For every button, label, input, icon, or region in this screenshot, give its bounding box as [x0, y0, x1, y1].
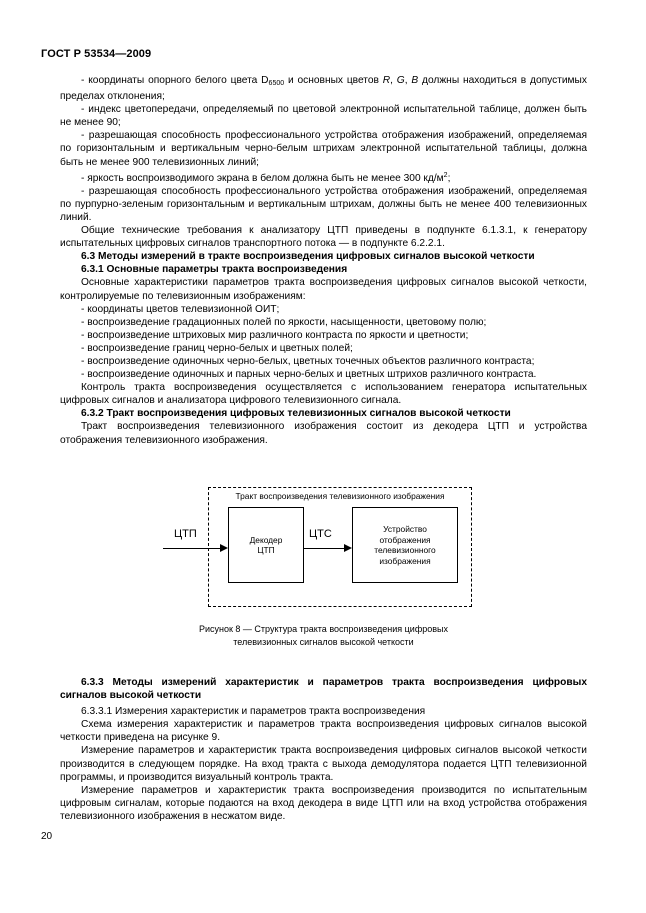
list-item-631-2: - воспроизведение штриховых мир различно…: [81, 329, 469, 341]
body-text-upper: - координаты опорного белого цвета D6500…: [60, 74, 587, 447]
paragraph-bullet-2: - индекс цветопередачи, определяемый по …: [60, 104, 587, 129]
signal-label-input: ЦТП: [174, 528, 197, 540]
block-decoder-text: Декодер ЦТП: [250, 535, 283, 556]
middle-arrow-head-icon: [344, 543, 352, 552]
paragraph-bullet-5: - разрешающая способность профессиональн…: [60, 185, 587, 223]
list-item-631-1: - воспроизведение градационных полей по …: [81, 316, 487, 328]
paragraph-633-1: Схема измерения характеристик и параметр…: [60, 719, 587, 744]
heading-6-3-3: 6.3.3 Методы измерений характеристик и п…: [60, 677, 587, 702]
square-meter-superscript: 2: [443, 171, 448, 179]
figure-caption-line-1: Рисунок 8 — Структура тракта воспроизвед…: [198, 624, 449, 634]
input-arrow-head-icon: [220, 543, 228, 552]
primary-color-b: B: [411, 75, 419, 86]
figure-enclosure-label: Тракт воспроизведения телевизионного изо…: [235, 491, 445, 501]
figure-caption-line-2: телевизионных сигналов высокой четкости: [233, 636, 414, 647]
figure-8: Тракт воспроизведения телевизионного изо…: [0, 472, 646, 662]
block-display-line-2: отображения: [379, 534, 431, 545]
input-arrow-line: [163, 547, 221, 549]
d6500-subscript: 6500: [268, 80, 285, 87]
paragraph-control: Контроль тракта воспроизведения осуществ…: [60, 382, 587, 407]
primary-color-r: R: [382, 75, 391, 86]
paragraph-general-requirements: Общие технические требования к анализато…: [60, 225, 587, 250]
heading-6-3: 6.3 Методы измерений в тракте воспроизве…: [81, 251, 535, 263]
body-text-lower: 6.3.3 Методы измерений характеристик и п…: [60, 676, 587, 823]
bullet-1-text-a: - координаты опорного белого цвета D: [81, 75, 269, 86]
bullet-4-text-a: - яркость воспроизводимого экрана в бело…: [81, 172, 444, 184]
paragraph-bullet-1: - координаты опорного белого цвета D6500…: [60, 74, 587, 103]
bullet-1-text-c: должны находиться в допустимых пределах …: [60, 75, 587, 103]
middle-arrow-line: [304, 547, 345, 549]
heading-6-3-1: 6.3.1 Основные параметры тракта воспроиз…: [81, 264, 348, 276]
list-item-631-0: - координаты цветов телевизионной ОИТ;: [81, 303, 280, 315]
signal-label-middle: ЦТС: [309, 528, 332, 540]
page-number: 20: [41, 831, 53, 842]
figure-caption: Рисунок 8 — Структура тракта воспроизвед…: [60, 623, 587, 648]
bullet-4-text-b: ;: [447, 172, 451, 184]
list-item-631-4: - воспроизведение одиночных черно-белых,…: [81, 355, 535, 367]
list-item-631-3: - воспроизведение границ черно-белых и ц…: [81, 342, 353, 354]
paragraph-6-3-2: Тракт воспроизведения телевизионного изо…: [60, 421, 587, 446]
list-item-631-5: - воспроизведение одиночных и парных чер…: [81, 369, 537, 381]
block-display-device: Устройство отображения телевизионного из…: [352, 507, 458, 583]
block-display-line-3: телевизионного: [374, 545, 436, 555]
figure-enclosure-boundary: [208, 487, 472, 607]
block-display-line-1: Устройство: [383, 524, 427, 534]
block-display-text: Устройство отображения телевизионного из…: [374, 524, 435, 566]
block-decoder-line-2: ЦТП: [257, 545, 275, 555]
primary-color-g: G: [396, 75, 405, 86]
paragraph-633-2: Измерение параметров и характеристик тра…: [60, 745, 587, 783]
paragraph-bullet-4: - яркость воспроизводимого экрана в бело…: [60, 169, 587, 185]
block-display-line-4: изображения: [379, 555, 431, 566]
block-decoder-line-1: Декодер: [249, 534, 283, 545]
block-decoder: Декодер ЦТП: [228, 507, 304, 583]
standard-header: ГОСТ Р 53534—2009: [41, 48, 152, 60]
heading-6-3-3-1: 6.3.3.1 Измерения характеристик и параме…: [81, 706, 426, 718]
paragraph-bullet-3: - разрешающая способность профессиональн…: [60, 130, 587, 168]
sep-1: ,: [390, 75, 397, 86]
paragraph-6-3-1-intro: Основные характеристики параметров тракт…: [60, 277, 587, 302]
sep-2: ,: [404, 75, 412, 86]
paragraph-633-3: Измерение параметров и характеристик тра…: [60, 784, 587, 822]
bullet-1-text-b: и основных цветов: [284, 75, 383, 86]
heading-6-3-2: 6.3.2 Тракт воспроизведения цифровых тел…: [81, 408, 511, 420]
